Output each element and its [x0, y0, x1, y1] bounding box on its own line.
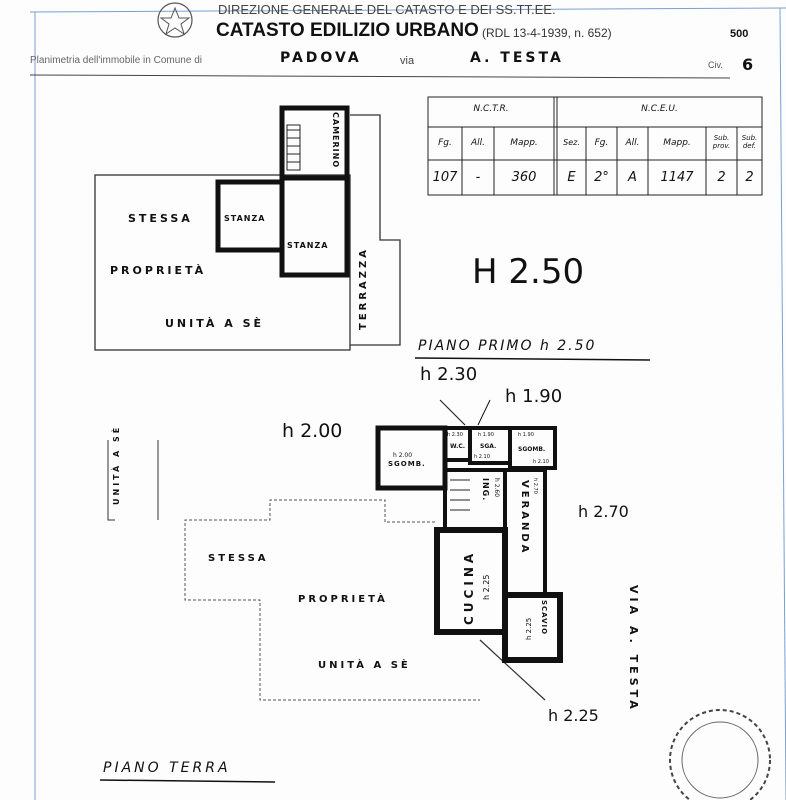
cell-value: 360 — [511, 170, 537, 185]
street-label: VIA A. TESTA — [627, 585, 640, 713]
room-stanza-1: STANZA — [224, 214, 266, 223]
room-height: h 2.70 — [532, 478, 538, 494]
header-rule — [29, 74, 731, 79]
cell-value: 2 — [717, 170, 726, 185]
upper-caption-underline — [414, 357, 651, 361]
stamp-seal-icon — [669, 709, 771, 800]
upper-floor-plan — [94, 105, 401, 351]
authority-line: DIREZIONE GENERALE DEL CATASTO E DEI SS.… — [218, 2, 556, 17]
col-header: Mapp. — [663, 138, 691, 148]
upper-floor-caption: PIANO PRIMO h 2.50 — [418, 338, 597, 354]
label-proprieta: PROPRIETÀ — [110, 264, 207, 277]
emblem-icon — [157, 2, 193, 38]
room-height: h 1.90 — [518, 432, 534, 438]
cell-value: A — [628, 170, 637, 185]
document-title: CATASTO EDILIZIO URBANO — [216, 20, 479, 41]
room-cucina: CUCINA — [462, 549, 476, 625]
cell-value: 2 — [745, 170, 754, 185]
room-scavio: SCAVIO — [540, 600, 548, 636]
col-header: All. — [470, 138, 486, 148]
law-reference: (RDL 13-4-1939, n. 652) — [482, 26, 612, 40]
comune-label: Planimetria dell'immobile in Comune di — [30, 55, 202, 66]
room-sgombero-1: SGOMB. — [388, 460, 426, 468]
ground-floor-caption: PIANO TERRA — [103, 760, 231, 776]
cell-value: 2° — [594, 170, 609, 185]
col-header: Sub. prov. — [712, 134, 731, 150]
height-annotation: h 1.90 — [505, 386, 563, 407]
via-value: A. TESTA — [470, 50, 564, 66]
col-header: Mapp. — [510, 138, 538, 148]
col-header: All. — [625, 138, 640, 148]
height-annotation: h 2.70 — [578, 502, 629, 521]
cell-value: 107 — [432, 170, 458, 185]
room-height: h 2.30 — [447, 432, 463, 438]
label-proprieta: PROPRIETÀ — [298, 594, 388, 605]
room-camerino: CAMERINO — [331, 112, 340, 169]
nctr-title: N.C.T.R. — [473, 104, 509, 114]
via-label: via — [400, 55, 415, 67]
height-annotation: h 2.00 — [282, 420, 343, 442]
height-annotation: h 2.25 — [548, 706, 599, 725]
height-annotation: h 2.30 — [420, 364, 478, 385]
room-height: h 2.00 — [393, 452, 413, 459]
label-unita-a-se: UNITÀ A SÈ — [318, 660, 411, 671]
room-ingresso: ING. — [481, 478, 490, 502]
room-height: h 2.25 — [525, 617, 533, 640]
room-height: h 1.90 — [478, 432, 494, 438]
col-header: Sez. — [563, 138, 580, 147]
col-header: Sub. def. — [741, 134, 758, 150]
col-header: Fg. — [594, 138, 609, 148]
upper-height-note: H 2.50 — [472, 252, 585, 292]
cadastral-table-grid — [427, 96, 763, 196]
civ-value: 6 — [742, 55, 757, 74]
cell-value: E — [567, 170, 576, 185]
comune-value: PADOVA — [280, 50, 362, 66]
ground-floor-plan — [107, 399, 563, 701]
form-number: 500 — [730, 28, 749, 40]
room-veranda: VERANDA — [519, 480, 530, 556]
room-height: h 2.60 — [493, 478, 500, 498]
room-wc: W.C. — [450, 443, 466, 450]
lower-caption-underline — [99, 779, 276, 783]
room-height: h 2.10 — [533, 459, 549, 465]
room-height: h 2.25 — [482, 574, 491, 600]
room-sgombero-2: SGOMB. — [518, 446, 546, 453]
cell-value: - — [475, 170, 481, 185]
cell-value: 1147 — [660, 170, 694, 185]
room-sga: SGA. — [480, 443, 497, 450]
room-height: h 2.10 — [474, 454, 490, 460]
frame-right — [779, 7, 786, 800]
label-stessa: STESSA — [208, 553, 269, 564]
room-terrazza: TERRAZZA — [358, 246, 369, 330]
col-header: Fg. — [438, 138, 452, 148]
side-unit-label: UNITÀ A SÈ — [112, 424, 121, 505]
label-stessa: STESSA — [128, 212, 193, 225]
room-stanza-2: STANZA — [287, 241, 329, 250]
label-unita-a-se: UNITÀ A SÈ — [165, 317, 265, 330]
frame-top — [29, 7, 786, 13]
nceu-title: N.C.E.U. — [641, 104, 678, 114]
civ-label: Civ. — [708, 60, 723, 70]
